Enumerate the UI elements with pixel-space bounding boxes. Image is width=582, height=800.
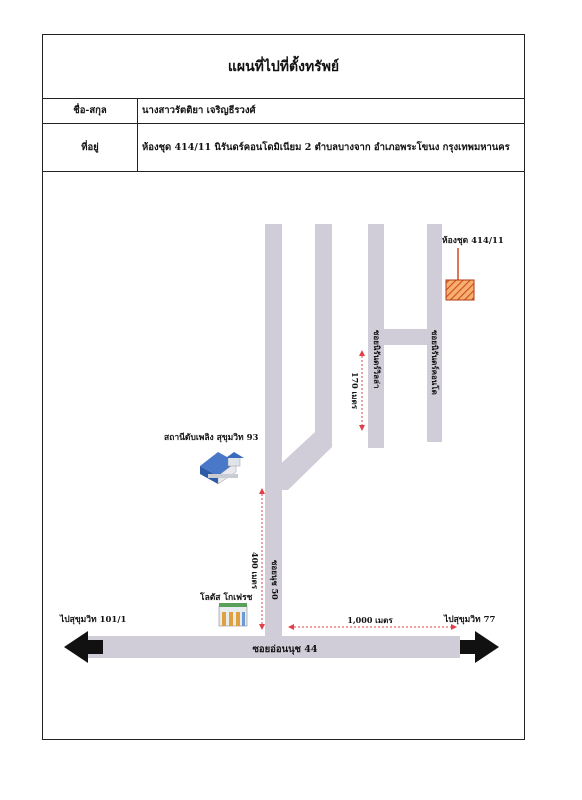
target-building-icon — [445, 279, 475, 301]
name-row: ชื่อ-สกุล นางสาวรัตติยา เจริญธีรวงศ์ — [43, 98, 524, 124]
target-label: ห้องชุด 414/11 — [442, 235, 504, 246]
main-road-label: ซอยอ่อนนุช 44 — [252, 644, 317, 655]
road-b-label: ซอยนิรันดร์คอนโด — [430, 330, 440, 395]
road-a-label: ซอยนิรันดร์วิลล่า — [372, 330, 382, 388]
distance-branch-label: 170 เมตร — [350, 372, 360, 410]
fire-station-icon — [200, 452, 244, 485]
address-value: ห้องชุด 414/11 นิรันดร์คอนโดมิเนียม 2 ตำ… — [142, 141, 510, 153]
page-title: แผนที่ไปที่ตั้งทรัพย์ — [227, 58, 340, 75]
road-horizontal-link — [384, 329, 428, 345]
left-exit-label: ไปสุขุมวิท 101/1 — [59, 614, 126, 625]
landmark-gas-label: สถานีดับเพลิง สุขุมวิท 93 — [164, 432, 259, 443]
store-icon — [218, 603, 248, 627]
distance-side-label: 400 เมตร — [250, 552, 260, 590]
road-nirun-villa — [368, 224, 384, 448]
connector-road — [274, 432, 332, 490]
landmark-store-label: โลตัส โกเฟรช — [199, 592, 253, 603]
road-left-branch — [315, 224, 332, 432]
main-road — [88, 636, 460, 658]
right-exit-label: ไปสุขุมวิท 77 — [443, 614, 496, 625]
side-road-label: ซอยนุช 50 — [269, 560, 280, 600]
title-row: แผนที่ไปที่ตั้งทรัพย์ — [43, 35, 524, 99]
name-label: ชื่อ-สกุล — [43, 98, 138, 123]
distance-main-label: 1,000 เมตร — [347, 615, 393, 625]
road-nirun-condo — [427, 224, 442, 442]
road-network — [88, 224, 460, 658]
address-label: ที่อยู่ — [43, 123, 138, 171]
right-arrow-icon — [460, 631, 499, 663]
name-value: นางสาวรัตติยา เจริญธีรวงศ์ — [142, 105, 256, 116]
side-road-nuch50 — [265, 224, 282, 636]
document-frame: แผนที่ไปที่ตั้งทรัพย์ ชื่อ-สกุล นางสาวรั… — [42, 34, 525, 740]
address-row: ที่อยู่ ห้องชุด 414/11 นิรันดร์คอนโดมิเน… — [43, 123, 524, 172]
left-arrow-icon — [64, 631, 103, 663]
